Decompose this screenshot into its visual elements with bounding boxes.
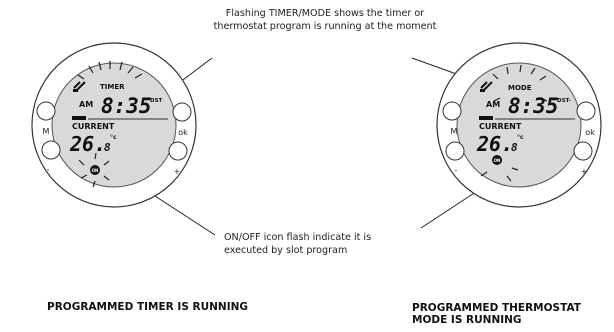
right-minus-button[interactable]: - xyxy=(445,141,465,175)
left-temperature-decimal: 8 xyxy=(104,141,111,154)
right-footer-line-2: MODE IS RUNNING xyxy=(412,314,522,326)
right-time-display: 8:35 xyxy=(508,94,559,118)
top-callout-line-2: thermostat program is running at the mom… xyxy=(213,21,437,32)
right-lcd-screen xyxy=(456,62,582,188)
left-ok-button[interactable]: ok xyxy=(172,102,192,137)
left-timer-flash-rays xyxy=(77,61,143,80)
middle-callout-line-1: ON/OFF icon flash indicate it is xyxy=(224,232,372,243)
top-callout-line-1: Flashing TIMER/MODE shows the timer or xyxy=(225,8,425,19)
right-footer-line-1: PROGRAMMED THERMOSTAT xyxy=(412,302,581,314)
right-temperature-decimal: 8 xyxy=(511,141,518,154)
left-am-indicator: AM xyxy=(79,100,93,109)
right-slot-marks xyxy=(480,167,519,182)
right-on-icon-label: ON xyxy=(494,158,501,163)
left-footer-title: PROGRAMMED TIMER IS RUNNING xyxy=(47,301,249,313)
left-m-button-label: M xyxy=(43,127,50,136)
right-current-label: CURRENT xyxy=(479,122,522,131)
left-plus-button[interactable]: + xyxy=(168,141,188,176)
left-current-label: CURRENT xyxy=(72,122,115,131)
right-plus-button-label: + xyxy=(581,167,588,176)
right-temperature-integer: 26. xyxy=(476,132,513,156)
right-footer-title: PROGRAMMED THERMOSTAT MODE IS RUNNING xyxy=(412,302,612,326)
right-m-button[interactable]: M xyxy=(442,101,462,136)
left-m-button[interactable]: M xyxy=(36,101,56,136)
middle-callout-caption: ON/OFF icon flash indicate it is execute… xyxy=(224,231,424,257)
left-minus-button-label: - xyxy=(47,165,50,174)
left-lcd-screen xyxy=(51,62,177,188)
left-signal-icon xyxy=(73,81,86,92)
right-mode-flash-rays xyxy=(492,64,548,102)
right-ok-button-label: ok xyxy=(585,128,595,137)
right-ok-button[interactable]: ok xyxy=(576,101,596,137)
left-minus-button[interactable]: - xyxy=(41,140,61,174)
left-plus-button-label: + xyxy=(174,167,181,176)
right-temperature-unit: °c xyxy=(517,134,524,141)
left-small-bar-indicator xyxy=(72,116,86,120)
right-plus-button[interactable]: + xyxy=(573,141,593,176)
right-signal-icon xyxy=(480,81,493,92)
left-on-flash-rays xyxy=(78,152,110,188)
right-thermostat: MODE AM 8:35 DST- CURRENT 26. 8 °c ON M … xyxy=(436,42,602,208)
right-mode-label: MODE xyxy=(508,84,532,92)
left-ok-button-label: ok xyxy=(178,128,188,137)
left-thermostat: TIMER AM 8:35 DST CURRENT 26. 8 °c ON M … xyxy=(31,42,197,208)
left-temperature-unit: °c xyxy=(110,134,117,141)
right-minus-button-label: - xyxy=(455,166,458,175)
right-on-icon xyxy=(492,155,502,165)
right-small-bar-indicator xyxy=(479,116,493,120)
left-on-icon-label: ON xyxy=(92,168,99,173)
middle-callout-line-2: executed by slot program xyxy=(224,245,348,256)
left-dst-indicator: DST xyxy=(150,98,163,104)
right-dst-indicator: DST- xyxy=(557,98,571,104)
right-m-button-label: M xyxy=(451,127,458,136)
left-temperature-integer: 26. xyxy=(69,132,106,156)
top-callout-caption: Flashing TIMER/MODE shows the timer or t… xyxy=(160,7,490,33)
left-timer-label: TIMER xyxy=(100,83,125,91)
right-am-indicator: AM xyxy=(486,100,500,109)
left-on-icon xyxy=(90,165,100,175)
left-time-display: 8:35 xyxy=(101,94,152,118)
